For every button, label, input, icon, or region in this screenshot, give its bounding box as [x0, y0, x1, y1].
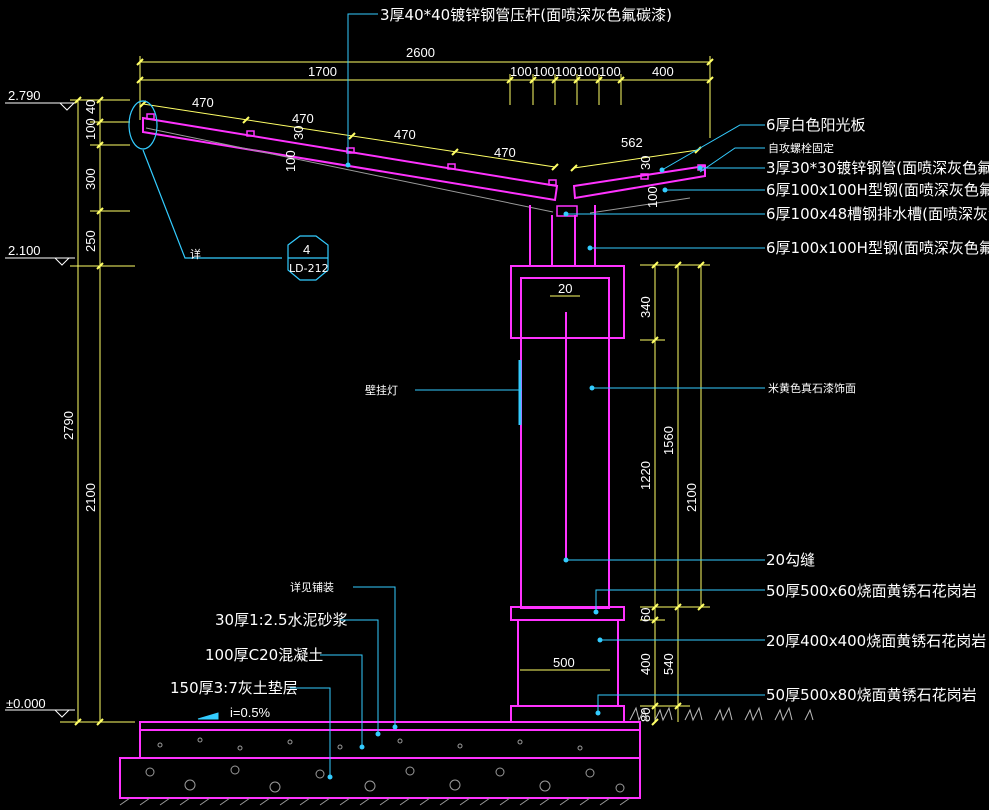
- label-sun-panel: 6厚白色阳光板: [766, 116, 866, 134]
- slope-label: i=0.5%: [230, 705, 271, 720]
- dim-right-540: 540: [661, 653, 676, 675]
- dim-small-30b: 30: [638, 156, 653, 170]
- label-base-stone: 50厚500x80烧面黄锈石花岗岩: [766, 686, 977, 704]
- dim-right-1220: 1220: [638, 461, 653, 490]
- dim-right-2100: 2100: [684, 483, 699, 512]
- label-gutter: 6厚100x48槽钢排水槽(面喷深灰色氟碳漆): [766, 205, 989, 223]
- dim-left-40: 40: [83, 100, 98, 114]
- dim-rafter-4: 470: [494, 145, 516, 160]
- left-vertical-dimensions: [60, 99, 135, 723]
- top-dimension-ticks: [136, 58, 714, 84]
- h-steel-column: [529, 205, 596, 266]
- label-steel-30: 3厚30*30镀锌钢管(面喷深灰色氟碳漆): [766, 159, 989, 177]
- dim-small-100b: 100: [645, 186, 660, 208]
- dim-hundred-2: 100: [533, 64, 555, 79]
- left-rafter-underline: [145, 127, 554, 213]
- dim-hundred-3: 100: [555, 64, 577, 79]
- label-screw: 自攻螺栓固定: [768, 141, 834, 155]
- dim-right-60: 60: [638, 608, 653, 622]
- label-concrete: 100厚C20混凝土: [205, 646, 323, 664]
- slope-arrow: [197, 712, 219, 720]
- level-base: ±0.000: [6, 696, 46, 711]
- dim-rafter-2: 470: [292, 111, 314, 126]
- right-vertical-ticks: [651, 261, 705, 726]
- detail-number: 4: [303, 242, 310, 257]
- detail-callout: [128, 100, 329, 281]
- label-wall-lamp: 壁挂灯: [365, 383, 398, 397]
- leader-dots: [327, 162, 703, 780]
- dim-right-80: 80: [638, 708, 653, 722]
- level-markers: [5, 102, 75, 718]
- dim-right-rafter: 562: [621, 135, 643, 150]
- label-h-beam-2: 6厚100x100H型钢(面喷深灰色氟碳漆): [766, 239, 989, 257]
- dim-base-500: 500: [553, 655, 575, 670]
- column-cap: [510, 265, 625, 339]
- dim-left-300: 300: [83, 168, 98, 190]
- left-vertical-ticks: [74, 96, 104, 726]
- small-dimensions: [520, 295, 610, 671]
- dim-left-100: 100: [83, 118, 98, 140]
- label-top-pipe: 3厚40*40镀锌钢管压杆(面喷深灰色氟碳漆): [380, 6, 672, 24]
- dim-right-340: 340: [638, 296, 653, 318]
- label-lime-soil: 150厚3:7灰土垫层: [170, 679, 298, 697]
- top-dimension-lines: [139, 56, 711, 138]
- label-mortar: 30厚1:2.5水泥砂浆: [215, 611, 348, 629]
- label-h-beam-1: 6厚100x100H型钢(面喷深灰色氟碳漆): [766, 181, 989, 199]
- label-cap-stone: 50厚500x60烧面黄锈石花岗岩: [766, 582, 977, 600]
- right-rafter-underline: [589, 197, 691, 214]
- right-rafter: [572, 164, 706, 200]
- level-top: 2.790: [8, 88, 41, 103]
- dim-hundred-1: 100: [510, 64, 532, 79]
- ground-hatch: [119, 737, 631, 806]
- detail-label: 详: [190, 247, 201, 261]
- dim-left-total: 2790: [61, 411, 76, 440]
- dim-left-span: 1700: [308, 64, 337, 79]
- right-vertical-dimensions: [640, 264, 710, 722]
- dim-right-span: 400: [652, 64, 674, 79]
- leader-lines: [290, 13, 765, 777]
- dim-hundred-5: 100: [599, 64, 621, 79]
- ground-layers: [119, 721, 641, 799]
- dim-small-100a: 100: [283, 150, 298, 172]
- dim-right-400: 400: [638, 653, 653, 675]
- grass-marks: [629, 706, 814, 722]
- label-stone-paint: 米黄色真石漆饰面: [768, 381, 856, 395]
- label-joint: 20勾缝: [766, 551, 815, 569]
- base-stone: [510, 705, 625, 723]
- rafter-dimension-line: [142, 103, 699, 169]
- label-column-stone: 20厚400x400烧面黄锈石花岗岩: [766, 632, 986, 650]
- dim-left-250: 250: [83, 230, 98, 252]
- dim-hundred-4: 100: [577, 64, 599, 79]
- dim-rafter-3: 470: [394, 127, 416, 142]
- dim-left-lower: 2100: [83, 483, 98, 512]
- dim-cap-20: 20: [558, 281, 572, 296]
- level-mid: 2.100: [8, 243, 41, 258]
- dim-rafter-1: 470: [192, 95, 214, 110]
- label-paving: 详见铺装: [290, 580, 334, 594]
- dim-overall-width: 2600: [406, 45, 435, 60]
- dim-right-1560: 1560: [661, 426, 676, 455]
- detail-reference: LD-212: [289, 262, 329, 275]
- rafter-dimension-ticks: [139, 100, 702, 172]
- dim-small-30: 30: [291, 126, 306, 140]
- left-rafter: [142, 116, 559, 202]
